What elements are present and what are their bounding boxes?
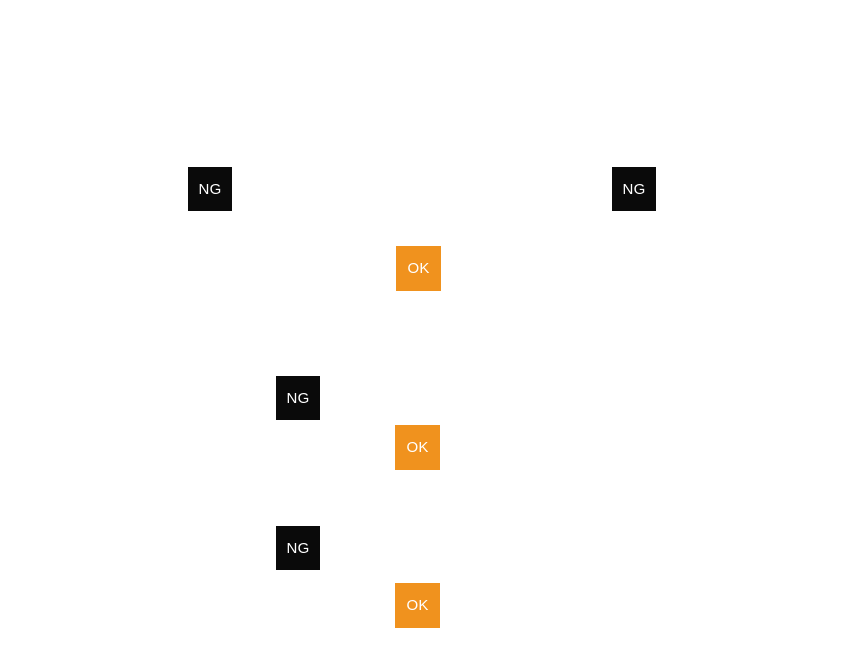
ng-badge: NG bbox=[612, 167, 656, 211]
ok-badge: OK bbox=[396, 246, 441, 291]
ok-badge: OK bbox=[395, 425, 440, 470]
ok-badge: OK bbox=[395, 583, 440, 628]
ng-badge: NG bbox=[276, 376, 320, 420]
ng-badge: NG bbox=[276, 526, 320, 570]
ng-badge: NG bbox=[188, 167, 232, 211]
